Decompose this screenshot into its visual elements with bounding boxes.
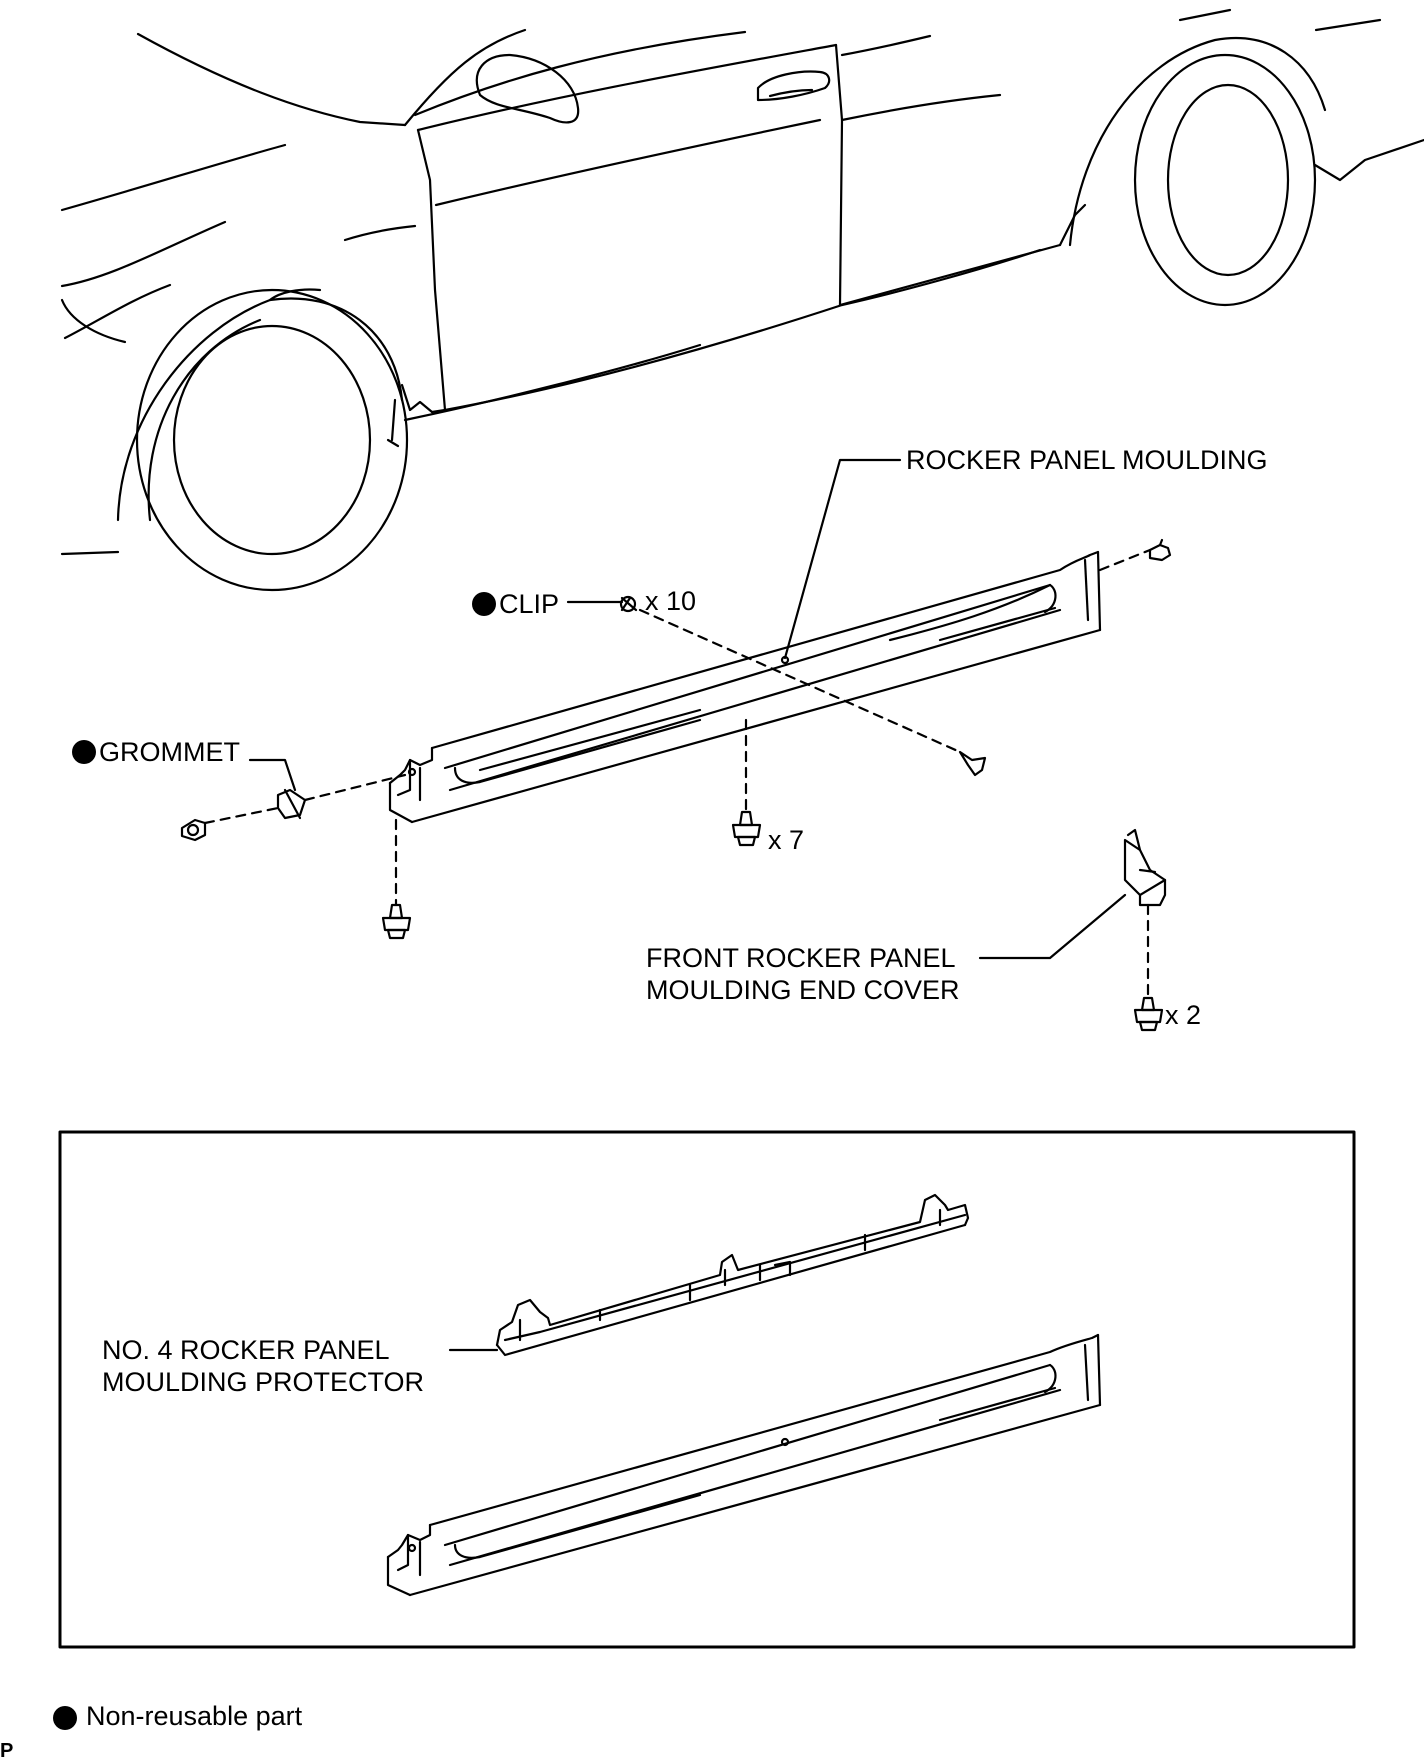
legend-dot-icon [53, 1706, 77, 1730]
middle-bottom-screw [731, 810, 762, 847]
clip-fastener [566, 595, 638, 613]
end-cover-screw-quantity: x 2 [1165, 1000, 1202, 1030]
inset-rocker-panel-moulding [386, 1333, 1102, 1597]
label-rocker-panel-moulding: ROCKER PANEL MOULDING [906, 445, 1268, 475]
label-protector-line2: MOULDING PROTECTOR [102, 1367, 425, 1397]
label-front-end-cover-line2: MOULDING END COVER [646, 975, 960, 1005]
non-reusable-dot-icon [472, 592, 496, 616]
rocker-panel-moulding [388, 550, 1102, 824]
grommet-fastener [276, 788, 307, 820]
end-cover-screw [1133, 996, 1164, 1032]
legend-text: Non-reusable part [86, 1701, 303, 1731]
clip-quantity: x 10 [645, 586, 697, 616]
left-bottom-screw [381, 903, 412, 940]
non-reusable-dot-icon [72, 740, 96, 764]
label-protector-line1: NO. 4 ROCKER PANEL [102, 1335, 390, 1365]
label-clip: CLIP [472, 588, 559, 620]
clip-text: CLIP [499, 589, 560, 619]
front-rocker-panel-moulding-end-cover [1123, 828, 1167, 907]
grommet-text: GROMMET [99, 737, 240, 767]
inset-box [58, 1130, 1356, 1649]
left-screw [180, 818, 207, 842]
label-front-end-cover-line1: FRONT ROCKER PANEL [646, 943, 956, 973]
no4-rocker-panel-moulding-protector [495, 1193, 970, 1357]
end-clip-dashed-line [1098, 548, 1152, 572]
car-body-outline [60, 8, 1424, 592]
grommet-dashed-line [203, 806, 280, 825]
end-clip-fastener [1148, 538, 1172, 562]
bottom-screw-quantity: x 7 [768, 825, 805, 855]
clip-dashed-line [638, 608, 962, 754]
leader-rocker-panel-moulding [783, 458, 902, 660]
label-grommet: GROMMET [72, 736, 240, 768]
grommet-to-panel-dashed-line [303, 773, 407, 802]
clip-fastener-right [958, 750, 987, 777]
end-cover-leader [978, 893, 1127, 960]
corner-mark: P [0, 1740, 14, 1762]
grommet-leader [248, 758, 297, 792]
